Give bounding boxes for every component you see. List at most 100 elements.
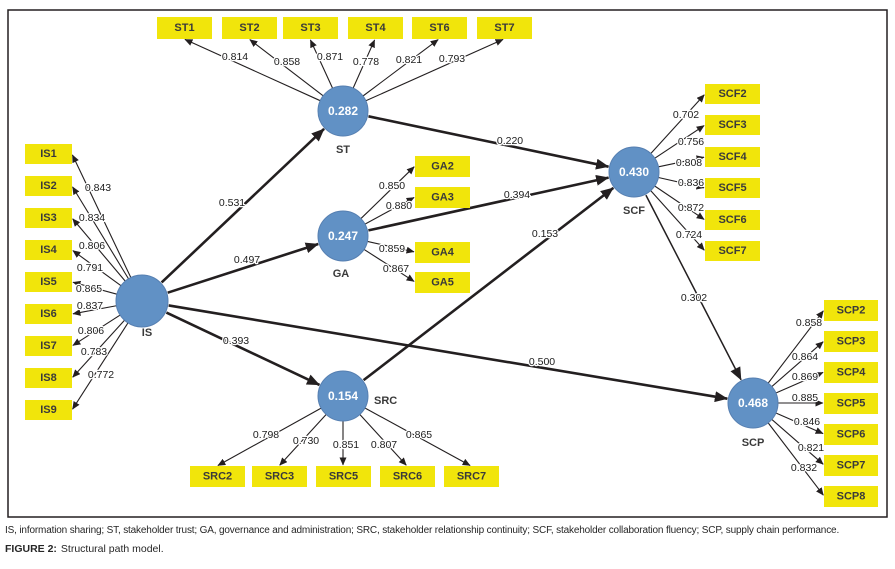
loading-value-IS4: 0.791: [77, 262, 103, 274]
latent-IS-label: IS: [142, 327, 152, 339]
path-arrow-ST-SCF: [368, 115, 610, 170]
indicator-ST4-label: ST4: [365, 22, 386, 34]
indicator-ST4-box: [348, 17, 403, 39]
loading-value-SCF3: 0.756: [678, 136, 704, 148]
loading-value-GA4: 0.859: [379, 243, 405, 255]
loading-arrow-SCF4: [658, 155, 705, 168]
indicator-SCP7-box: [824, 455, 878, 476]
loading-value-ST6: 0.821: [396, 54, 422, 66]
loading-value-SCP6: 0.846: [794, 416, 820, 428]
latent-SCP-circle: [727, 377, 779, 429]
path-coefficient-IS-ST: 0.531: [219, 197, 245, 209]
path-arrow-GA-SCF: [368, 174, 610, 232]
loading-arrow-SCF7: [650, 190, 705, 251]
caption-figure-line: FIGURE 2:Structural path model.: [5, 543, 164, 555]
indicator-SCF4-label: SCF4: [718, 151, 747, 163]
loading-value-SCF2: 0.702: [673, 109, 699, 121]
indicator-IS6-label: IS6: [40, 308, 57, 320]
caption-abbreviations: IS, information sharing; ST, stakeholder…: [5, 525, 840, 536]
indicator-GA4-label: GA4: [431, 247, 455, 259]
indicator-SCF7-box: [705, 241, 760, 261]
path-arrow-IS-ST: [160, 127, 325, 284]
loading-arrow-IS5: [72, 280, 118, 295]
loading-arrow-SRC3: [279, 414, 327, 466]
loading-arrow-SRC7: [364, 407, 471, 467]
loading-arrow-GA3: [364, 196, 415, 225]
path-coefficient-SRC-SCF: 0.153: [532, 228, 558, 240]
indicator-SRC7-label: SRC7: [457, 471, 486, 483]
indicator-SCF2-label: SCF2: [718, 88, 746, 100]
loading-arrow-SCF3: [654, 125, 705, 159]
loading-arrow-SCP2: [767, 310, 824, 384]
path-arrow-IS-SCP: [168, 304, 728, 403]
indicator-ST2-box: [222, 17, 277, 39]
indicator-boxes: [25, 17, 878, 507]
latent-circles: [115, 85, 779, 429]
indicator-IS4-box: [25, 240, 72, 260]
latent-GA-label: GA: [333, 268, 350, 280]
path-coefficient-IS-SRC: 0.393: [223, 335, 249, 347]
loading-arrow-ST3: [309, 39, 334, 89]
indicator-IS3-label: IS3: [40, 212, 57, 224]
indicator-SCP4-label: SCP4: [837, 367, 867, 379]
latent-ST-circle: [317, 85, 369, 137]
path-arrow-IS-GA: [167, 242, 319, 294]
latent-ST-label: ST: [336, 144, 350, 156]
indicator-SCP4-box: [824, 362, 878, 383]
indicator-IS7-box: [25, 336, 72, 356]
loading-value-SCP7: 0.821: [798, 442, 824, 454]
latent-GA-r2: 0.247: [328, 229, 358, 243]
loading-arrow-ST6: [362, 39, 439, 97]
path-arrow-SRC-SCF: [362, 186, 615, 382]
loading-value-SCF6: 0.872: [678, 202, 704, 214]
loading-value-SCP5: 0.885: [792, 392, 818, 404]
indicator-GA5-box: [415, 272, 470, 293]
indicator-SRC6-box: [380, 466, 435, 487]
loading-arrow-IS7: [72, 314, 121, 346]
loading-value-SCF5: 0.836: [678, 177, 704, 189]
loading-arrow-SRC6: [359, 414, 407, 466]
loading-value-SRC3: 0.730: [293, 435, 319, 447]
indicator-ST6-label: ST6: [429, 22, 449, 34]
indicator-GA4-box: [415, 242, 470, 263]
indicator-ST3-label: ST3: [300, 22, 320, 34]
latent-SRC-r2: 0.154: [328, 389, 358, 403]
indicator-SCF3-label: SCF3: [718, 119, 746, 131]
indicator-SCP3-box: [824, 331, 878, 352]
loading-value-SRC6: 0.807: [371, 439, 397, 451]
indicator-GA2-box: [415, 156, 470, 177]
indicator-GA5-label: GA5: [431, 277, 454, 289]
loading-value-ST4: 0.778: [353, 56, 379, 68]
loading-arrow-GA5: [363, 248, 415, 282]
loading-value-SRC2: 0.798: [253, 429, 279, 441]
indicator-ST2-label: ST2: [239, 22, 259, 34]
latent-IS-circle: [115, 274, 169, 328]
indicator-GA3-box: [415, 187, 470, 208]
indicator-SCF2-box: [705, 84, 760, 104]
indicator-ST6-box: [412, 17, 467, 39]
latent-SRC-circle: [317, 370, 369, 422]
caption-figure-title: Structural path model.: [60, 543, 164, 555]
latent-SCF-label: SCF: [623, 205, 645, 217]
loading-value-ST3: 0.871: [317, 51, 343, 63]
loading-value-SCP8: 0.832: [791, 462, 817, 474]
indicator-IS4-label: IS4: [40, 244, 57, 256]
indicator-IS1-box: [25, 144, 72, 164]
indicator-GA3-label: GA3: [431, 192, 454, 204]
loading-value-IS9: 0.772: [88, 369, 114, 381]
labels: IS10.843IS20.834IS30.806IS40.791IS50.865…: [40, 22, 866, 503]
indicator-SCF5-box: [705, 178, 760, 198]
indicator-SCF6-label: SCF6: [718, 214, 746, 226]
indicator-SCF3-box: [705, 115, 760, 135]
loading-arrow-ST7: [365, 38, 504, 102]
indicator-SCP8-box: [824, 486, 878, 507]
loading-arrow-IS6: [72, 305, 117, 316]
indicator-SRC6-label: SRC6: [393, 471, 422, 483]
indicator-SRC3-box: [252, 466, 307, 487]
loading-arrow-IS8: [72, 319, 125, 378]
path-coefficient-IS-GA: 0.497: [234, 254, 260, 266]
loading-value-ST7: 0.793: [439, 53, 465, 65]
indicator-SRC3-label: SRC3: [265, 471, 294, 483]
loading-arrow-GA4: [367, 240, 415, 254]
